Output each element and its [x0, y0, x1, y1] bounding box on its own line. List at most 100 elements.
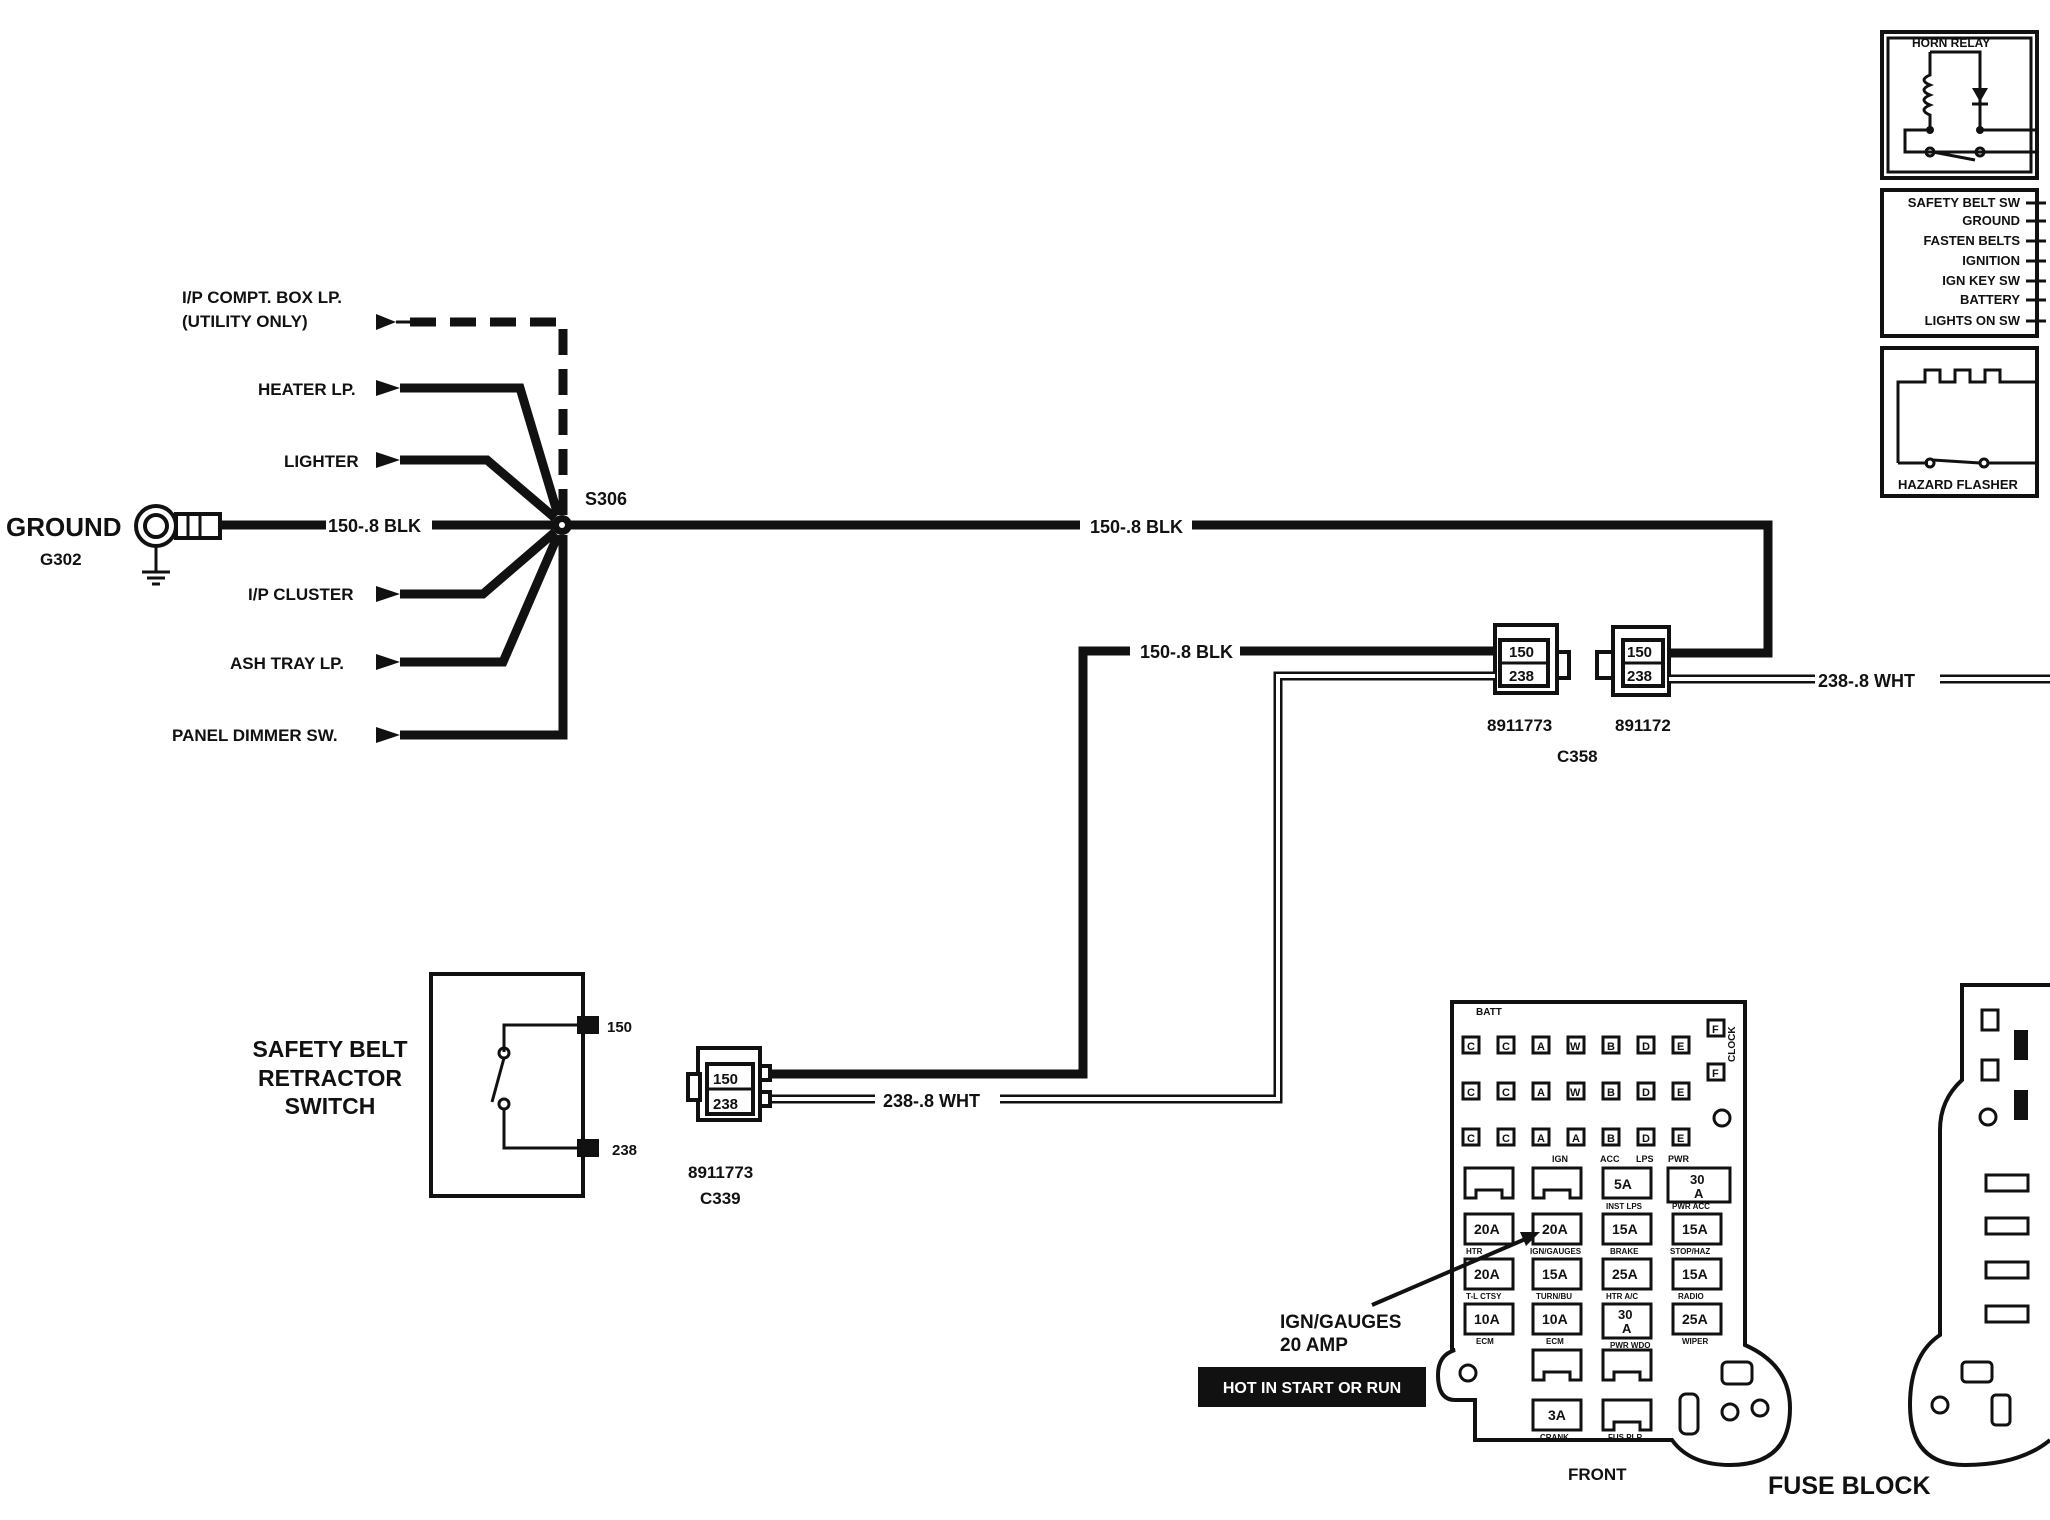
c358-right-pin-bottom: 238 — [1627, 668, 1652, 685]
fuse-block-title: FUSE BLOCK — [1768, 1472, 1931, 1500]
fuse-r4c4-sub: WIPER — [1682, 1337, 1708, 1346]
fuse-clock-label: CLOCK — [1727, 1026, 1738, 1062]
c358-left-pin-top: 150 — [1509, 644, 1534, 661]
fuse-r2c1: 20A — [1474, 1221, 1500, 1237]
term-r1-2: A — [1537, 1087, 1545, 1099]
connector-c339 — [686, 1046, 772, 1122]
horn-relay — [1880, 30, 2039, 180]
term-r0-5: D — [1642, 1041, 1650, 1053]
switch-label-line2: RETRACTOR — [258, 1065, 402, 1091]
lower-blk-label: 150-.8 BLK — [1140, 642, 1233, 662]
term-r2-6: E — [1677, 1133, 1684, 1145]
fuse-r6c3-sub: FUS PLR — [1608, 1433, 1642, 1442]
fuse-side-terminal-1: F — [1712, 1068, 1719, 1080]
wht-right-label: 238-.8 WHT — [1818, 671, 1915, 691]
ground-label: GROUND — [6, 512, 122, 542]
fuse-top-label-lps: LPS — [1636, 1154, 1654, 1164]
chime-item-3: IGNITION — [1962, 253, 2020, 268]
chime-item-0: SAFETY BELT SW — [1908, 195, 2021, 210]
c339-pin-top: 150 — [713, 1071, 738, 1088]
fuse-terminal-rows — [1461, 1035, 1691, 1147]
ign-gauges-line1: IGN/GAUGES — [1280, 1312, 1401, 1333]
fuse-r4c1: 10A — [1474, 1311, 1500, 1327]
chime-item-2: FASTEN BELTS — [1923, 233, 2020, 248]
hot-label: HOT IN START OR RUN — [1223, 1380, 1401, 1397]
chime-module — [1880, 188, 2046, 338]
chime-item-1: GROUND — [1962, 213, 2020, 228]
fuse-r3c2-sub: TURN/BU — [1536, 1292, 1572, 1301]
fuse-r4c3a: 30 — [1618, 1307, 1632, 1322]
connector-c358-left — [1493, 623, 1571, 695]
fuse-r3c2: 15A — [1542, 1266, 1568, 1282]
fuse-top-label-ign: IGN — [1552, 1154, 1568, 1164]
c339-part: 8911773 — [688, 1163, 753, 1182]
feed-lighter-label: LIGHTER — [284, 452, 359, 471]
feed-ash-tray-label: ASH TRAY LP. — [230, 654, 344, 673]
fuse-r1c4b: A — [1694, 1186, 1704, 1201]
fuse-grid — [1463, 1166, 1732, 1432]
main-blk-label: 150-.8 BLK — [1090, 517, 1183, 537]
c339-label: C339 — [700, 1189, 741, 1208]
fuse-batt-label: BATT — [1476, 1007, 1502, 1018]
ign-gauges-line2: 20 AMP — [1280, 1335, 1348, 1356]
c358-right-part: 891172 — [1615, 716, 1671, 735]
fuse-r2c1-sub: HTR — [1466, 1247, 1483, 1256]
fuse-r3c1: 20A — [1474, 1266, 1500, 1282]
term-r1-4: B — [1607, 1087, 1615, 1099]
hot-label-box — [1198, 1367, 1426, 1407]
fuse-r3c3-sub: HTR A/C — [1606, 1292, 1638, 1301]
ground-code: G302 — [40, 550, 82, 569]
switch-label-line1: SAFETY BELT — [252, 1036, 407, 1062]
fuse-r4c3-sub: PWR WDO — [1610, 1341, 1650, 1350]
term-r2-1: C — [1502, 1133, 1510, 1145]
fuse-r2c3: 15A — [1612, 1221, 1638, 1237]
c339-pin-bottom: 238 — [713, 1096, 738, 1113]
feed-ip-compt-line2: (UTILITY ONLY) — [182, 312, 308, 331]
fuse-r4c2: 10A — [1542, 1311, 1568, 1327]
fuse-r2c3-sub: BRAKE — [1610, 1247, 1639, 1256]
fuse-r1c4a: 30 — [1690, 1172, 1704, 1187]
feed-heater-label: HEATER LP. — [258, 380, 356, 399]
fuse-r1c4-sub: PWR ACC — [1672, 1202, 1710, 1211]
hazard-flasher-label: HAZARD FLASHER — [1898, 477, 2018, 492]
feed-ip-compt-line1: I/P COMPT. BOX LP. — [182, 288, 342, 307]
fuse-block-rear — [1907, 983, 2050, 1468]
wht-lower-wire — [762, 671, 1495, 1104]
term-r1-5: D — [1642, 1087, 1650, 1099]
term-r2-0: C — [1467, 1133, 1475, 1145]
feed-panel-dimmer — [376, 535, 568, 743]
fuse-r3c3: 25A — [1612, 1266, 1638, 1282]
ign-gauges-arrow — [1371, 1232, 1540, 1307]
fuse-r2c2: 20A — [1542, 1221, 1568, 1237]
connector-c358-right — [1595, 625, 1671, 697]
term-r2-3: A — [1572, 1133, 1580, 1145]
chime-item-5: BATTERY — [1960, 292, 2020, 307]
fuse-r2c4-sub: STOP/HAZ — [1670, 1247, 1710, 1256]
term-r0-6: E — [1677, 1041, 1684, 1053]
fuse-front-label: FRONT — [1568, 1465, 1627, 1484]
fuse-r6c2: 3A — [1548, 1407, 1566, 1423]
term-r1-3: W — [1570, 1087, 1581, 1099]
fuse-top-label-acc: ACC — [1600, 1154, 1620, 1164]
fuse-r6c2-sub: CRANK — [1540, 1433, 1569, 1442]
feed-heater — [376, 380, 563, 517]
term-r0-2: A — [1537, 1041, 1545, 1053]
feed-ip-cluster-label: I/P CLUSTER — [248, 585, 353, 604]
feed-ash-tray — [376, 533, 563, 670]
term-r2-4: B — [1607, 1133, 1615, 1145]
hazard-flasher — [1880, 346, 2039, 498]
term-r0-4: B — [1607, 1041, 1615, 1053]
c358-left-part: 8911773 — [1487, 716, 1552, 735]
fuse-top-label-pwr: PWR — [1668, 1154, 1689, 1164]
term-r1-1: C — [1502, 1087, 1510, 1099]
feed-lighter — [376, 452, 558, 522]
fuse-labels: 5A 30 A INST LPS PWR ACC 20A 20A 15A 15A… — [1466, 1172, 1710, 1442]
splice-label: S306 — [585, 489, 627, 509]
switch-pin-top: 150 — [607, 1019, 632, 1036]
horn-relay-label: HORN RELAY — [1912, 36, 1990, 50]
term-r1-0: C — [1467, 1087, 1475, 1099]
ground-terminal — [134, 504, 222, 586]
chime-item-6: LIGHTS ON SW — [1925, 313, 2021, 328]
fuse-block — [1435, 1000, 1793, 1468]
